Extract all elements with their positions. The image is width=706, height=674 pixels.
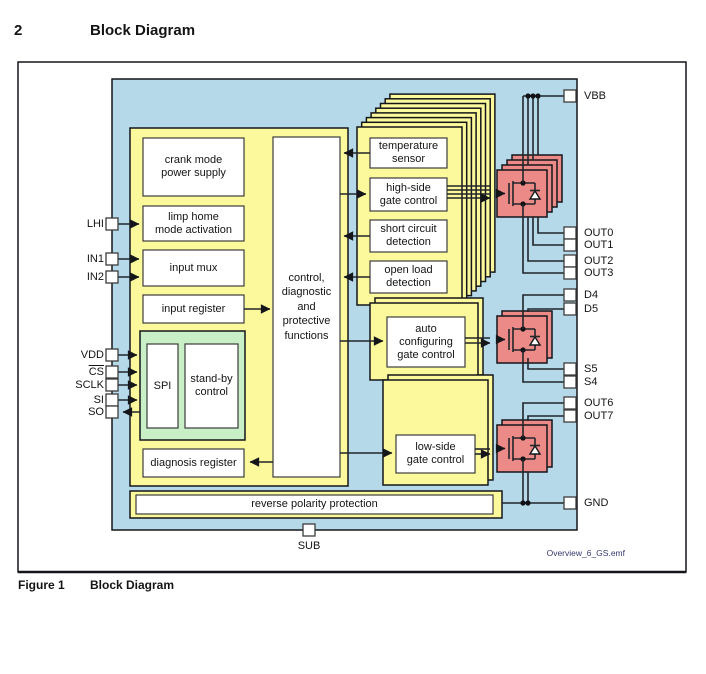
short-circuit-box (369, 219, 448, 253)
pin-OUT7 (563, 409, 577, 423)
pin-CS (105, 365, 119, 379)
pin-label-VBB: VBB (584, 90, 607, 102)
input-register-box (142, 294, 245, 324)
pin-label-GND: GND (584, 497, 609, 509)
spi-label: SPI (153, 379, 172, 392)
standby-control-box (184, 343, 239, 429)
pin-IN1 (105, 252, 119, 266)
pin-SCLK (105, 378, 119, 392)
hs-mosfet-stack (496, 154, 563, 218)
pin-label-SO: SO (88, 406, 104, 418)
pin-label-IN1: IN1 (86, 253, 104, 265)
pin-label-OUT0: OUT0 (584, 227, 614, 239)
pin-label-SUB: SUB (297, 540, 321, 552)
ls-mosfet-stack (496, 419, 553, 473)
pin-GND (563, 496, 577, 510)
reverse-polarity-label: reverse polarity protection (251, 498, 378, 510)
reverse-polarity-box (135, 494, 494, 515)
diagnosis-register-label: diagnosis register (150, 456, 237, 469)
pin-IN2 (105, 270, 119, 284)
pin-D5 (563, 302, 577, 316)
caption-title: Block Diagram (90, 578, 175, 592)
input-register-label: input register (161, 302, 226, 315)
pin-S5 (563, 362, 577, 376)
caption-label: Figure 1 (18, 578, 65, 592)
pin-label-S5: S5 (584, 363, 598, 375)
auto-config-box (386, 316, 466, 368)
pin-VBB (563, 89, 577, 103)
pin-S4 (563, 375, 577, 389)
section-title: Block Diagram (90, 22, 196, 39)
pin-pads (105, 89, 577, 537)
pin-label-S4: S4 (584, 376, 598, 388)
section-number: 2 (14, 22, 23, 39)
pin-label-OUT7: OUT7 (584, 410, 614, 422)
input-mux-label: input mux (169, 261, 218, 274)
pin-OUT2 (563, 254, 577, 268)
input-mux-box (142, 249, 245, 287)
pin-OUT3 (563, 266, 577, 280)
pin-SUB (302, 523, 316, 537)
pin-label-OUT2: OUT2 (584, 255, 614, 267)
crank-mode-box (142, 137, 245, 197)
high-side-gate-box (369, 177, 448, 212)
pin-OUT6 (563, 396, 577, 410)
pin-label-D5: D5 (584, 303, 599, 315)
figure-note: Overview_6_GS.emf (546, 548, 625, 558)
pin-label-VDD: VDD (80, 349, 104, 361)
pin-label-IN2: IN2 (86, 271, 104, 283)
pin-LHI (105, 217, 119, 231)
pin-label-SI: SI (93, 394, 104, 406)
pin-SI (105, 393, 119, 407)
pin-D4 (563, 288, 577, 302)
wiring (118, 93, 564, 506)
pin-label-OUT1: OUT1 (584, 239, 614, 251)
pin-label-CS: CS (88, 366, 104, 378)
pin-label-OUT3: OUT3 (584, 267, 614, 279)
pin-label-D4: D4 (584, 289, 599, 301)
pin-SO (105, 405, 119, 419)
temperature-sensor-box (369, 137, 448, 169)
pin-VDD (105, 348, 119, 362)
pin-label-OUT6: OUT6 (584, 397, 614, 409)
pin-label-LHI: LHI (86, 218, 104, 230)
mid-mosfet-stack (496, 310, 553, 364)
pin-label-SCLK: SCLK (75, 379, 104, 391)
low-side-box (395, 434, 476, 474)
control-block-box (272, 136, 341, 478)
pin-OUT1 (563, 238, 577, 252)
pin-OUT0 (563, 226, 577, 240)
open-load-box (369, 260, 448, 294)
diagnosis-register-box (142, 448, 245, 478)
limp-home-box (142, 205, 245, 242)
spi-box (146, 343, 179, 429)
